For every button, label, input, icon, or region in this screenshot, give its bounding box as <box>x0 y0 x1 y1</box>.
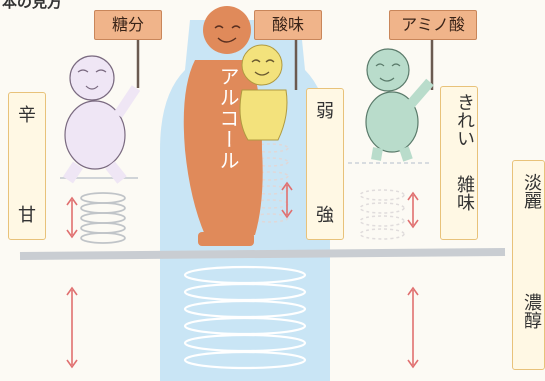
scale-sweet-label: 甘 <box>18 205 36 226</box>
green-figure-icon <box>365 40 434 162</box>
scale-rich-label: 濃醇 <box>521 293 542 329</box>
scale-strong-label: 強 <box>316 205 334 226</box>
red-arrows <box>66 181 419 369</box>
scale-light-rich: 淡麗 濃醇 <box>512 160 545 370</box>
scale-clean-label: きれい <box>454 93 475 147</box>
scale-dry-sweet: 辛 甘 <box>8 92 46 240</box>
scale-weak-strong: 弱 強 <box>306 88 344 240</box>
scale-light-label: 淡麗 <box>521 173 542 209</box>
scale-weak-label: 弱 <box>316 101 334 122</box>
header-fragment: 本の見方 <box>2 0 63 11</box>
baseline-arrow <box>19 248 506 260</box>
sign-amino: アミノ酸 <box>389 10 477 40</box>
sign-sugar: 糖分 <box>94 10 162 40</box>
sign-acidity: 酸味 <box>254 10 322 40</box>
lime-figure-icon <box>239 30 298 141</box>
scale-rough-label: 雑味 <box>454 175 475 211</box>
purple-figure-icon <box>63 40 141 184</box>
bottle-spring-icon <box>183 265 307 370</box>
amino-spring-icon <box>359 189 405 240</box>
scale-clean-rough: きれい 雑味 <box>440 86 478 240</box>
mid-spring-icon <box>251 143 289 223</box>
alcohol-label: アルコール <box>216 66 240 171</box>
scale-dry-label: 辛 <box>18 105 36 126</box>
left-spring-icon <box>80 192 126 244</box>
